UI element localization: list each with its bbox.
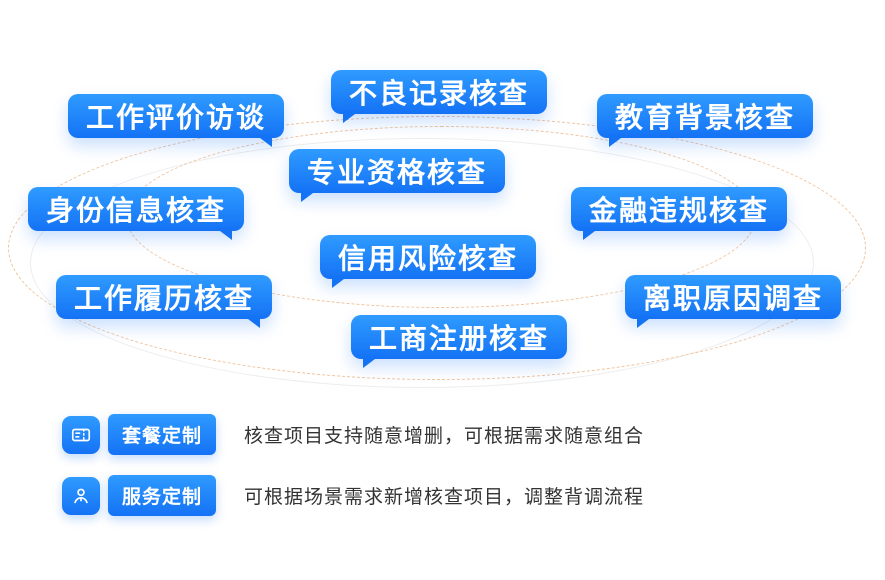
bubble-work-evaluation-interview: 工作评价访谈 <box>68 94 285 147</box>
legend: 套餐定制 核查项目支持随意增删，可根据需求随意组合 服务定制 可根据场景需求新增… <box>62 414 644 536</box>
bubble-professional-qualification-check: 专业资格核查 <box>289 149 506 202</box>
bubble-identity-info-check: 身份信息核查 <box>28 187 245 240</box>
coupon-icon <box>62 415 100 454</box>
bubble-work-history-check: 工作履历核查 <box>56 275 273 328</box>
bubble-bad-record-check: 不良记录核查 <box>331 70 548 123</box>
legend-badge-package: 套餐定制 <box>108 414 217 455</box>
legend-description-service: 可根据场景需求新增核查项目，调整背调流程 <box>244 487 645 508</box>
bubble-education-background-check: 教育背景核查 <box>597 94 814 147</box>
bubble-business-registration-check: 工商注册核查 <box>351 315 568 368</box>
legend-row-service-customization: 服务定制 可根据场景需求新增核查项目，调整背调流程 <box>62 475 644 516</box>
bubble-financial-violation-check: 金融违规核查 <box>571 187 788 240</box>
service-person-icon <box>62 476 100 515</box>
legend-description-package: 核查项目支持随意增删，可根据需求随意组合 <box>244 426 645 447</box>
legend-row-package-customization: 套餐定制 核查项目支持随意增删，可根据需求随意组合 <box>62 414 644 455</box>
bubble-credit-risk-check: 信用风险核查 <box>320 235 537 288</box>
bubble-resignation-reason-check: 离职原因调查 <box>625 275 842 328</box>
legend-badge-service: 服务定制 <box>108 475 217 516</box>
